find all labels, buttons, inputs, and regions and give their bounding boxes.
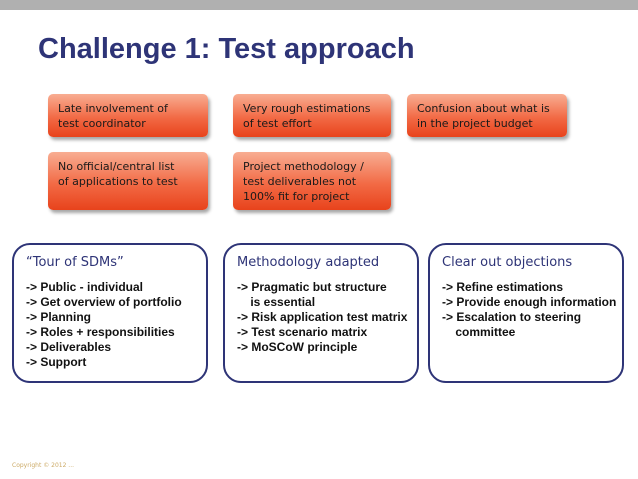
panel-item: -> MoSCoW principle — [237, 340, 358, 354]
footer-copyright: Copyright © 2012 ... — [12, 462, 75, 469]
issue-no-central-list: No official/central list of applications… — [48, 152, 208, 210]
panel-item: -> Planning — [26, 310, 92, 324]
panel-title: Methodology adapted — [237, 255, 380, 270]
issue-line: of applications to test — [58, 175, 178, 188]
panel-item: -> Risk application test matrix — [237, 310, 408, 324]
panel-item: -> Get overview of portfolio — [26, 295, 182, 309]
panel-item: -> Support — [26, 355, 87, 369]
panel-item: -> Test scenario matrix — [237, 325, 368, 339]
issue-budget-confusion: Confusion about what is in the project b… — [407, 94, 567, 137]
panel-item: -> Pragmatic but structure — [237, 280, 387, 294]
panel-clear-out-objections: Clear out objections -> Refine estimatio… — [428, 243, 624, 383]
issue-rough-estimations: Very rough estimations of test effort — [233, 94, 391, 137]
panel-item: -> Roles + responsibilities — [26, 325, 175, 339]
issue-methodology-fit: Project methodology / test deliverables … — [233, 152, 391, 210]
issue-line: 100% fit for project — [243, 190, 350, 203]
issue-line: Confusion about what is — [417, 102, 550, 115]
issue-line: test coordinator — [58, 117, 146, 130]
top-bar — [0, 0, 638, 10]
panel-methodology-adapted: Methodology adapted -> Pragmatic but str… — [223, 243, 419, 383]
panel-title: Clear out objections — [442, 255, 573, 270]
panel-title: “Tour of SDMs” — [26, 255, 124, 270]
panel-item: committee — [442, 325, 516, 339]
panel-item: -> Escalation to steering — [442, 310, 582, 324]
panel-item: -> Refine estimations — [442, 280, 564, 294]
issue-line: of test effort — [243, 117, 312, 130]
issue-late-involvement: Late involvement of test coordinator — [48, 94, 208, 137]
panel-item: -> Public - individual — [26, 280, 144, 294]
issue-line: Late involvement of — [58, 102, 168, 115]
issue-line: No official/central list — [58, 160, 175, 173]
panel-tour-of-sdms: “Tour of SDMs” -> Public - individual ->… — [12, 243, 208, 383]
panel-item: is essential — [237, 295, 316, 309]
issue-line: Very rough estimations — [243, 102, 371, 115]
issue-line: in the project budget — [417, 117, 533, 130]
issue-line: Project methodology / — [243, 160, 364, 173]
panel-item: -> Provide enough information — [442, 295, 617, 309]
slide-title: Challenge 1: Test approach — [38, 33, 415, 65]
panel-item: -> Deliverables — [26, 340, 112, 354]
issue-line: test deliverables not — [243, 175, 357, 188]
